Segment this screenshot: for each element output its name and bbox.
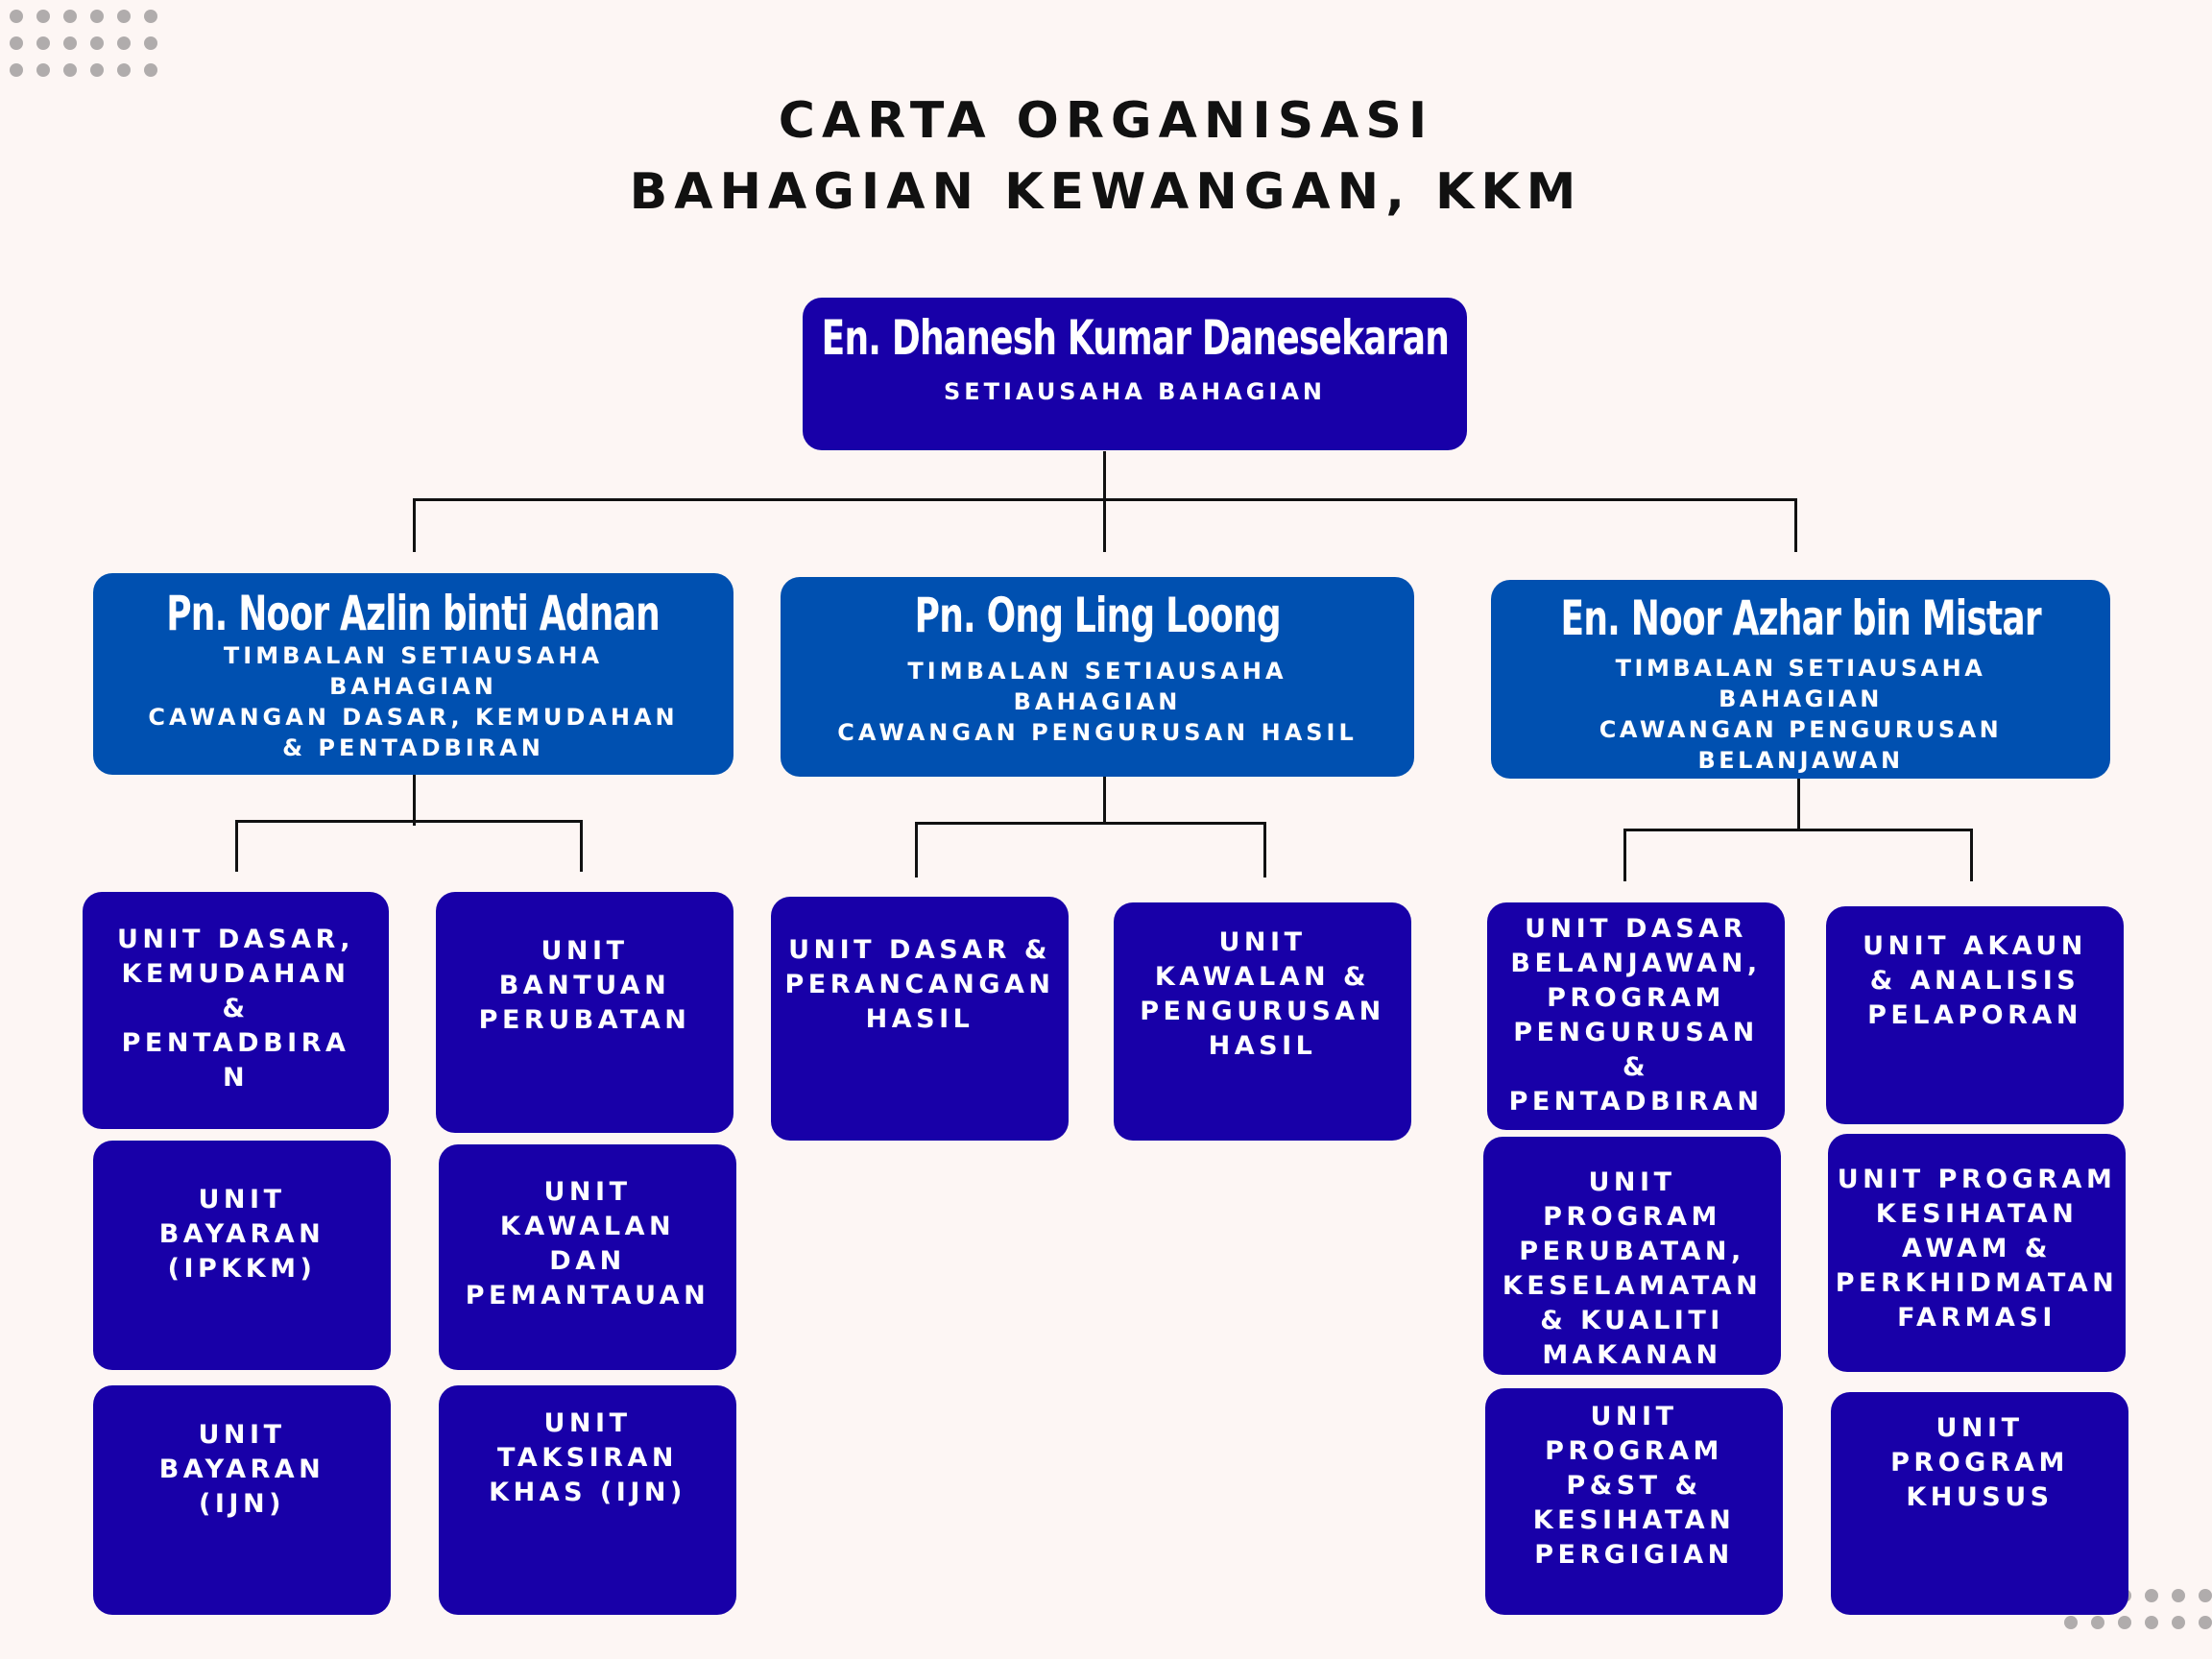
unit-box: UNIT DASAR, KEMUDAHAN & PENTADBIRA N <box>83 892 389 1129</box>
unit-label: UNIT BAYARAN (IPKKM) <box>158 1185 325 1284</box>
connector-deputy1-right <box>580 820 583 872</box>
connector-deputy3-right <box>1970 829 1973 881</box>
deputy-1-name: Pn. Noor Azlin binti Adnan <box>166 586 661 641</box>
connector-deputy1-down <box>413 774 416 826</box>
unit-box: UNIT KAWALAN DAN PEMANTAUAN <box>439 1144 736 1370</box>
unit-label: UNIT BAYARAN (IJN) <box>158 1420 325 1519</box>
connector-deputy3-down <box>1797 778 1800 831</box>
unit-box: UNIT BAYARAN (IPKKM) <box>93 1141 391 1370</box>
unit-box: UNIT AKAUN & ANALISIS PELAPORAN <box>1826 906 2124 1124</box>
unit-label: UNIT AKAUN & ANALISIS PELAPORAN <box>1863 931 2087 1030</box>
unit-box: UNIT PROGRAM PERUBATAN, KESELAMATAN & KU… <box>1483 1137 1781 1375</box>
unit-label: UNIT BANTUAN PERUBATAN <box>478 936 691 1035</box>
connector-deputy3-left <box>1623 829 1626 881</box>
deputy-box-1: Pn. Noor Azlin binti Adnan TIMBALAN SETI… <box>93 573 733 775</box>
connector-head-down <box>1103 451 1106 552</box>
connector-to-deputy-3 <box>1794 498 1797 552</box>
deputy-2-role: TIMBALAN SETIAUSAHA BAHAGIAN CAWANGAN PE… <box>837 658 1358 746</box>
connector-deputy2-horizontal <box>915 822 1266 825</box>
unit-label: UNIT PROGRAM P&ST & KESIHATAN PERGIGIAN <box>1532 1402 1736 1570</box>
unit-box: UNIT BANTUAN PERUBATAN <box>436 892 733 1133</box>
unit-label: UNIT PROGRAM PERUBATAN, KESELAMATAN & KU… <box>1502 1167 1763 1370</box>
connector-deputy1-horizontal <box>235 820 583 823</box>
head-role: SETIAUSAHA BAHAGIAN <box>944 378 1326 405</box>
connector-deputy2-down <box>1103 776 1106 824</box>
unit-box: UNIT KAWALAN & PENGURUSAN HASIL <box>1114 902 1411 1141</box>
deputy-1-role: TIMBALAN SETIAUSAHA BAHAGIAN CAWANGAN DA… <box>148 642 679 761</box>
unit-box: UNIT PROGRAM KESIHATAN AWAM & PERKHIDMAT… <box>1828 1134 2126 1372</box>
unit-box: UNIT DASAR & PERANCANGAN HASIL <box>771 897 1069 1141</box>
unit-label: UNIT PROGRAM KHUSUS <box>1890 1413 2069 1512</box>
connector-level1-horizontal <box>413 498 1797 501</box>
unit-label: UNIT DASAR, KEMUDAHAN & PENTADBIRA N <box>116 925 355 1093</box>
deputy-3-role: TIMBALAN SETIAUSAHA BAHAGIAN CAWANGAN PE… <box>1599 655 2003 774</box>
connector-deputy3-horizontal <box>1623 829 1973 831</box>
deputy-2-name: Pn. Ong Ling Loong <box>914 588 1281 643</box>
deputy-3-name: En. Noor Azhar bin Mistar <box>1560 590 2041 646</box>
unit-box: UNIT PROGRAM P&ST & KESIHATAN PERGIGIAN <box>1485 1388 1783 1615</box>
decorative-dots-top-left <box>10 10 157 77</box>
chart-title-line1: CARTA ORGANISASI <box>778 92 1434 150</box>
unit-label: UNIT PROGRAM KESIHATAN AWAM & PERKHIDMAT… <box>1835 1165 2119 1333</box>
unit-label: UNIT KAWALAN & PENGURUSAN HASIL <box>1140 927 1385 1061</box>
decorative-dots-bottom-right <box>2064 1589 2212 1629</box>
head-box: En. Dhanesh Kumar Danesekaran SETIAUSAHA… <box>803 298 1467 450</box>
unit-label: UNIT DASAR BELANJAWAN, PROGRAM PENGURUSA… <box>1508 914 1764 1117</box>
unit-box: UNIT DASAR BELANJAWAN, PROGRAM PENGURUSA… <box>1487 902 1785 1130</box>
connector-deputy2-left <box>915 822 918 878</box>
connector-deputy1-left <box>235 820 238 872</box>
head-name: En. Dhanesh Kumar Danesekaran <box>821 310 1449 366</box>
deputy-box-2: Pn. Ong Ling Loong TIMBALAN SETIAUSAHA B… <box>781 577 1414 777</box>
unit-label: UNIT KAWALAN DAN PEMANTAUAN <box>465 1177 710 1310</box>
connector-to-deputy-1 <box>413 498 416 552</box>
deputy-box-3: En. Noor Azhar bin Mistar TIMBALAN SETIA… <box>1491 580 2110 779</box>
unit-label: UNIT DASAR & PERANCANGAN HASIL <box>784 935 1055 1034</box>
chart-title-line2: BAHAGIAN KEWANGAN, KKM <box>629 163 1583 221</box>
unit-box: UNIT BAYARAN (IJN) <box>93 1385 391 1615</box>
connector-deputy2-right <box>1263 822 1266 878</box>
unit-box: UNIT PROGRAM KHUSUS <box>1831 1392 2128 1615</box>
unit-label: UNIT TAKSIRAN KHAS (IJN) <box>489 1408 686 1507</box>
unit-box: UNIT TAKSIRAN KHAS (IJN) <box>439 1385 736 1615</box>
